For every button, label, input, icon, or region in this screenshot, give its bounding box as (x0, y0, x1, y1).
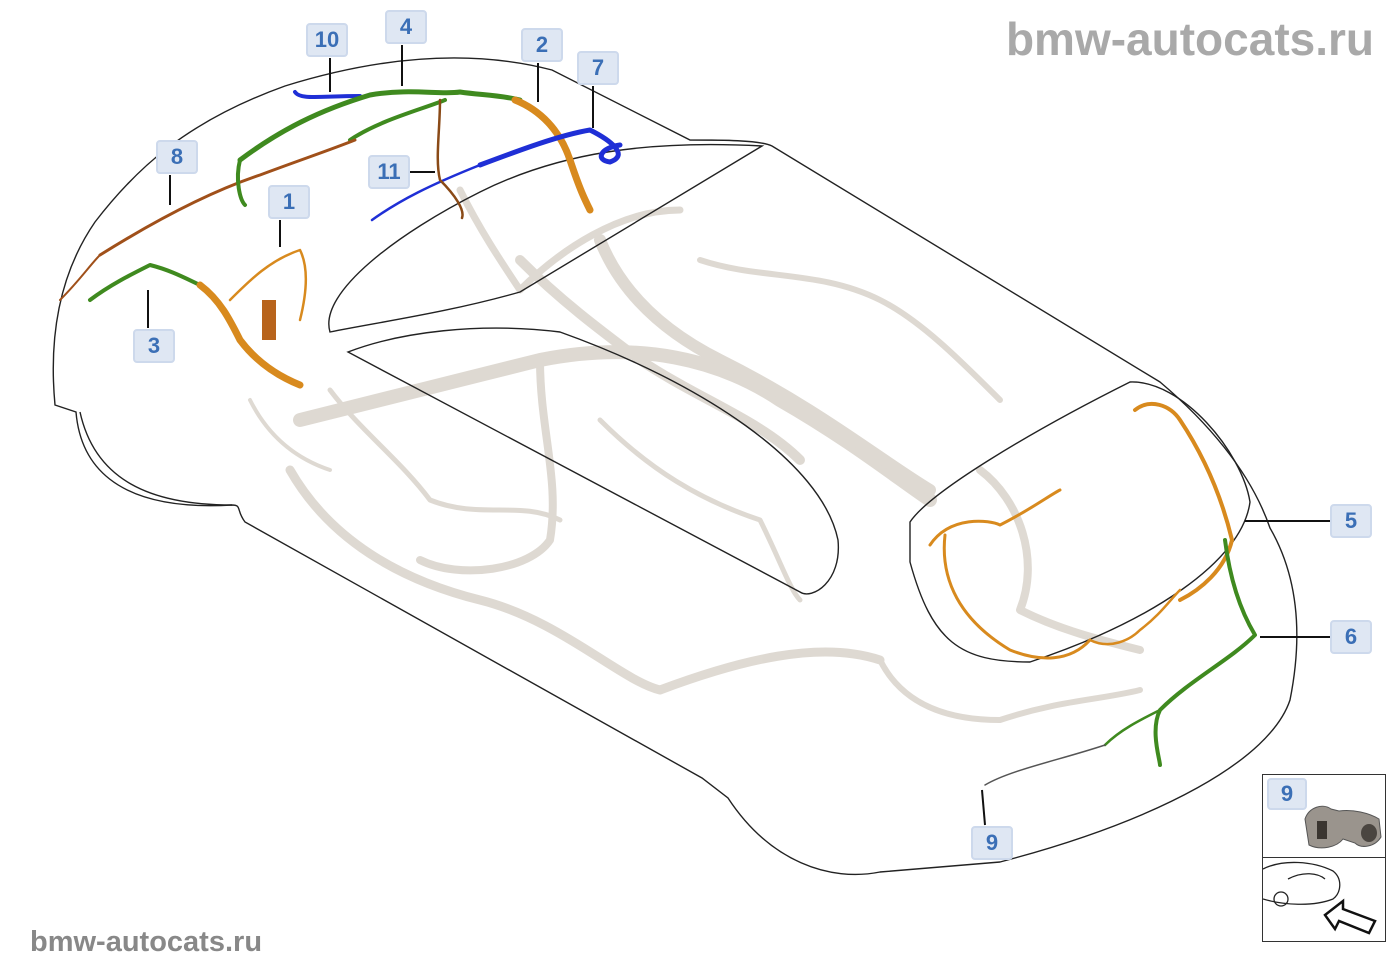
rear-harnesses (928, 401, 1257, 786)
wire-10 (293, 90, 362, 99)
rear-window (909, 381, 1251, 663)
wire-front-green (235, 158, 247, 207)
wire-4b (348, 98, 447, 142)
wire-9 (984, 744, 1106, 786)
wire-1b (228, 248, 308, 322)
callout-8[interactable]: 8 (156, 140, 198, 174)
grommet-part-icon (1304, 805, 1382, 849)
wire-1 (196, 281, 304, 389)
watermark-top: bmw-autocats.ru (1005, 13, 1374, 65)
wire-8b (59, 254, 101, 301)
callout-7[interactable]: 7 (577, 51, 619, 85)
wire-6 (1153, 538, 1257, 767)
connector-1 (262, 300, 276, 340)
wire-5b (928, 488, 1092, 660)
inset-callout-9[interactable]: 9 (1267, 778, 1307, 810)
roof-panel (346, 327, 839, 595)
wire-6b (1103, 708, 1162, 747)
front-wheel-arch (79, 411, 233, 506)
wire-4 (237, 89, 523, 163)
callout-6[interactable]: 6 (1330, 620, 1372, 654)
callout-3[interactable]: 3 (133, 329, 175, 363)
callout-9[interactable]: 9 (971, 826, 1013, 860)
front-harnesses (59, 89, 623, 389)
wire-7 (477, 127, 623, 168)
wire-5c (1088, 588, 1182, 646)
wire-11b (436, 98, 464, 220)
callout-4[interactable]: 4 (385, 10, 427, 44)
watermark-bottom: bmw-autocats.ru (30, 926, 263, 958)
wire-5 (1133, 401, 1234, 602)
wire-11 (370, 163, 482, 222)
background-harness (248, 186, 1144, 723)
body-outline (52, 57, 1298, 876)
callout-11[interactable]: 11 (368, 155, 410, 189)
callout-2[interactable]: 2 (521, 28, 563, 62)
detail-inset: 9 (1262, 774, 1386, 942)
inset-divider (1263, 857, 1385, 858)
wire-3 (88, 263, 202, 302)
callout-5[interactable]: 5 (1330, 504, 1372, 538)
wire-2 (511, 96, 594, 214)
callout-1[interactable]: 1 (268, 185, 310, 219)
wire-8 (98, 138, 357, 257)
view-direction-arrow-icon (1263, 861, 1377, 935)
callout-10[interactable]: 10 (306, 23, 348, 57)
leader-lines (147, 45, 1330, 826)
